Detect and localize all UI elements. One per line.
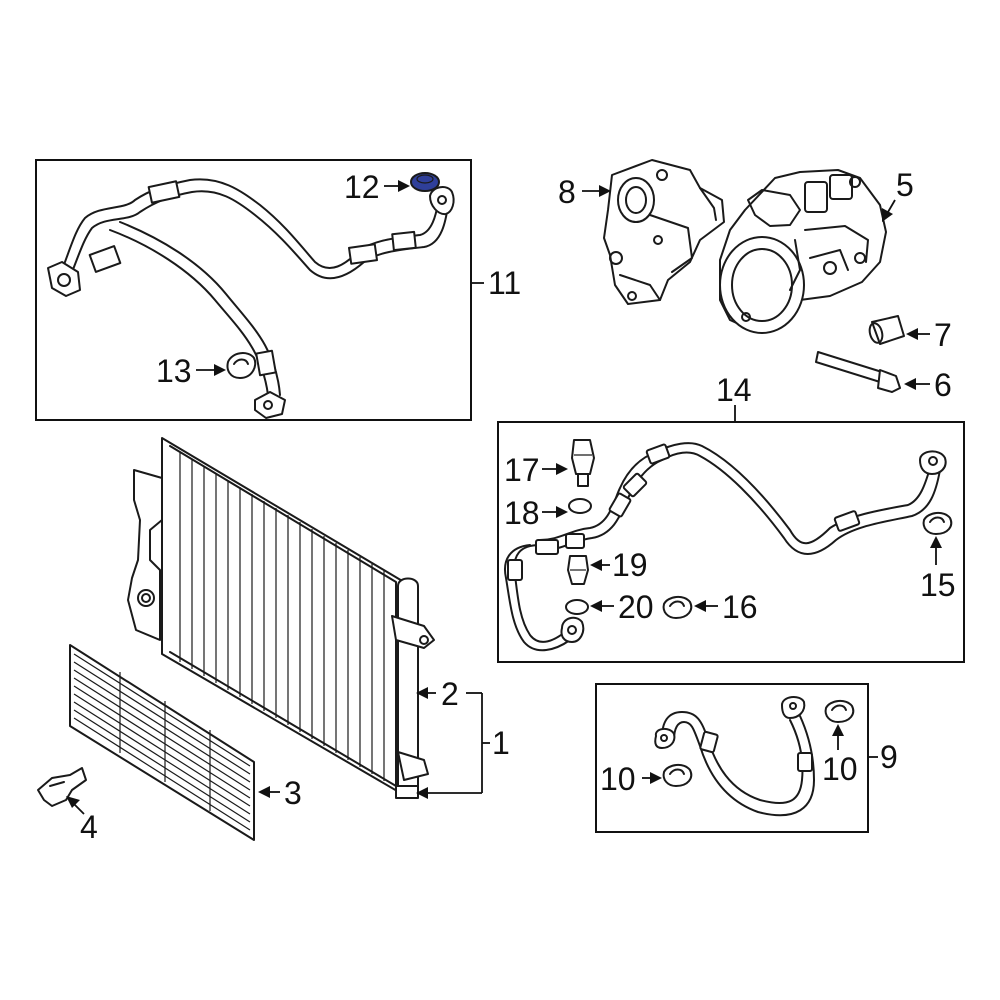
- callout-11: 11: [488, 265, 521, 301]
- group-box-9: [595, 683, 869, 833]
- callout-8: 8: [558, 174, 576, 210]
- callout-5: 5: [896, 167, 914, 203]
- part-10-clip-left[interactable]: [662, 764, 693, 787]
- part-6-bolt[interactable]: [815, 351, 901, 393]
- part-8-bracket[interactable]: [603, 159, 725, 305]
- part-20-o-ring[interactable]: [565, 599, 589, 615]
- callout-10-right: 10: [822, 751, 858, 787]
- callout-19: 19: [612, 547, 648, 583]
- callout-10-left: 10: [600, 761, 636, 797]
- callout-15: 15: [920, 567, 956, 603]
- callout-9: 9: [880, 739, 898, 775]
- callout-4: 4: [80, 809, 98, 845]
- group-box-14: [497, 421, 965, 663]
- callout-1: 1: [492, 725, 510, 761]
- callout-12: 12: [344, 169, 380, 205]
- callout-18: 18: [504, 495, 540, 531]
- part-1-condenser-assembly[interactable]: [127, 437, 435, 799]
- callout-6: 6: [934, 367, 952, 403]
- part-19-pressure-sensor[interactable]: [567, 555, 589, 585]
- part-3-air-deflector[interactable]: [69, 644, 255, 841]
- part-12-seal[interactable]: [410, 172, 440, 192]
- callout-17: 17: [504, 452, 540, 488]
- group-box-11: [35, 159, 472, 421]
- callout-16: 16: [722, 589, 758, 625]
- callout-3: 3: [284, 775, 302, 811]
- part-5-compressor[interactable]: [719, 169, 887, 334]
- part-15-clip[interactable]: [922, 512, 953, 535]
- part-4-retainer-clip[interactable]: [37, 767, 87, 807]
- part-16-clip[interactable]: [662, 596, 693, 619]
- callout-13: 13: [156, 353, 192, 389]
- callout-2: 2: [441, 676, 459, 712]
- hose-assembly-14[interactable]: [504, 442, 947, 652]
- part-7-sleeve[interactable]: [868, 315, 905, 345]
- callout-7: 7: [934, 317, 952, 353]
- part-10-clip-right[interactable]: [824, 700, 855, 723]
- part-17-pressure-switch[interactable]: [571, 439, 595, 487]
- hose-assembly-11[interactable]: [47, 178, 455, 419]
- part-13-clip[interactable]: [226, 352, 257, 379]
- hose-assembly-9[interactable]: [654, 696, 815, 817]
- part-18-o-ring[interactable]: [568, 498, 592, 514]
- callout-20: 20: [618, 589, 654, 625]
- callout-14: 14: [716, 372, 752, 408]
